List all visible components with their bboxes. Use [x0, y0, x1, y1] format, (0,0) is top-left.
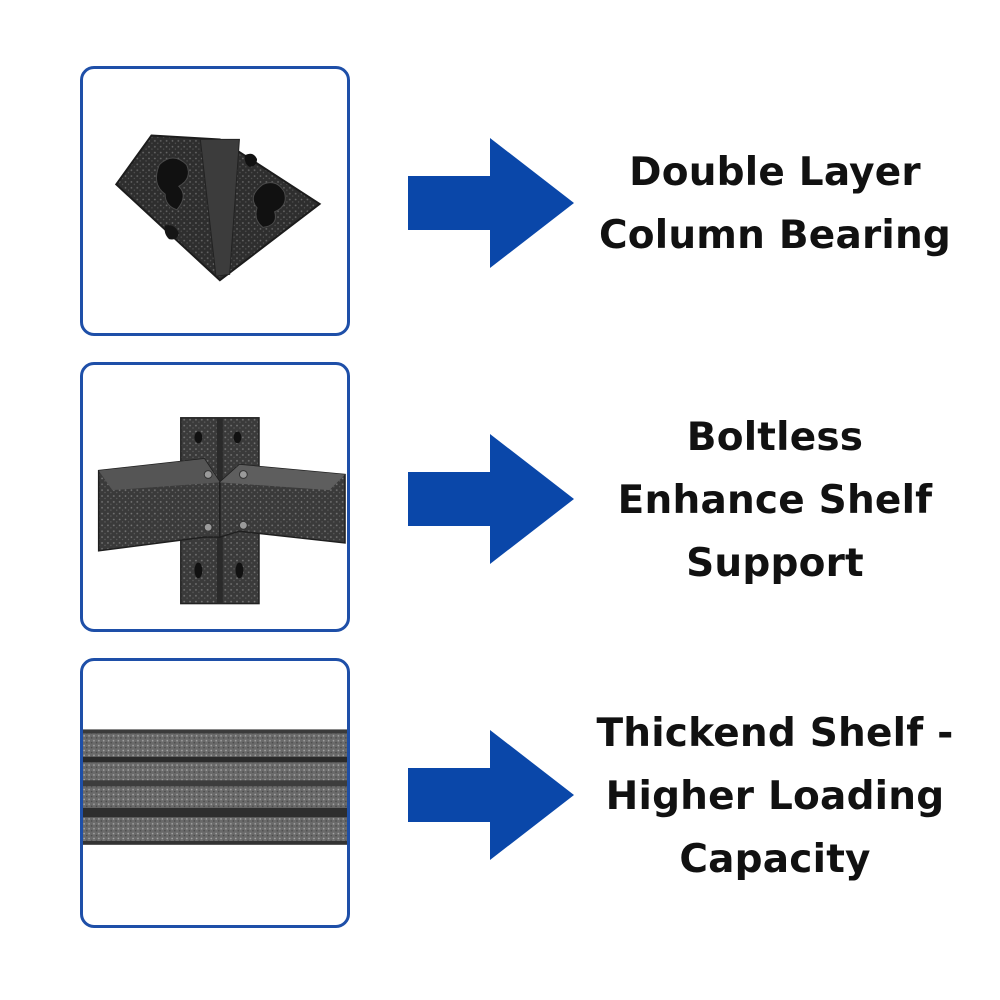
feature-caption: Thickend Shelf - Higher Loading Capacity	[570, 658, 980, 934]
feature-photo-frame	[80, 362, 350, 632]
boltless-shelf-support-photo	[97, 417, 346, 605]
arrow-right-icon	[408, 138, 574, 268]
feature-caption-text: Boltless Enhance Shelf Support	[617, 414, 933, 586]
arrow-right-icon	[408, 730, 574, 860]
double-layer-column-bearing-photo	[114, 134, 322, 282]
feature-caption: Double Layer Column Bearing	[570, 66, 980, 342]
feature-caption-text: Thickend Shelf - Higher Loading Capacity	[596, 710, 954, 882]
feature-photo-frame	[80, 66, 350, 336]
feature-caption: Boltless Enhance Shelf Support	[570, 362, 980, 638]
feature-photo-frame	[80, 658, 350, 928]
thickened-shelf-edge-photo	[83, 729, 347, 845]
feature-caption-text: Double Layer Column Bearing	[598, 150, 952, 258]
feature-row-2: Boltless Enhance Shelf Support	[0, 362, 1000, 638]
feature-row-1: Double Layer Column Bearing	[0, 66, 1000, 342]
arrow-right-icon	[408, 434, 574, 564]
feature-row-3: Thickend Shelf - Higher Loading Capacity	[0, 658, 1000, 934]
